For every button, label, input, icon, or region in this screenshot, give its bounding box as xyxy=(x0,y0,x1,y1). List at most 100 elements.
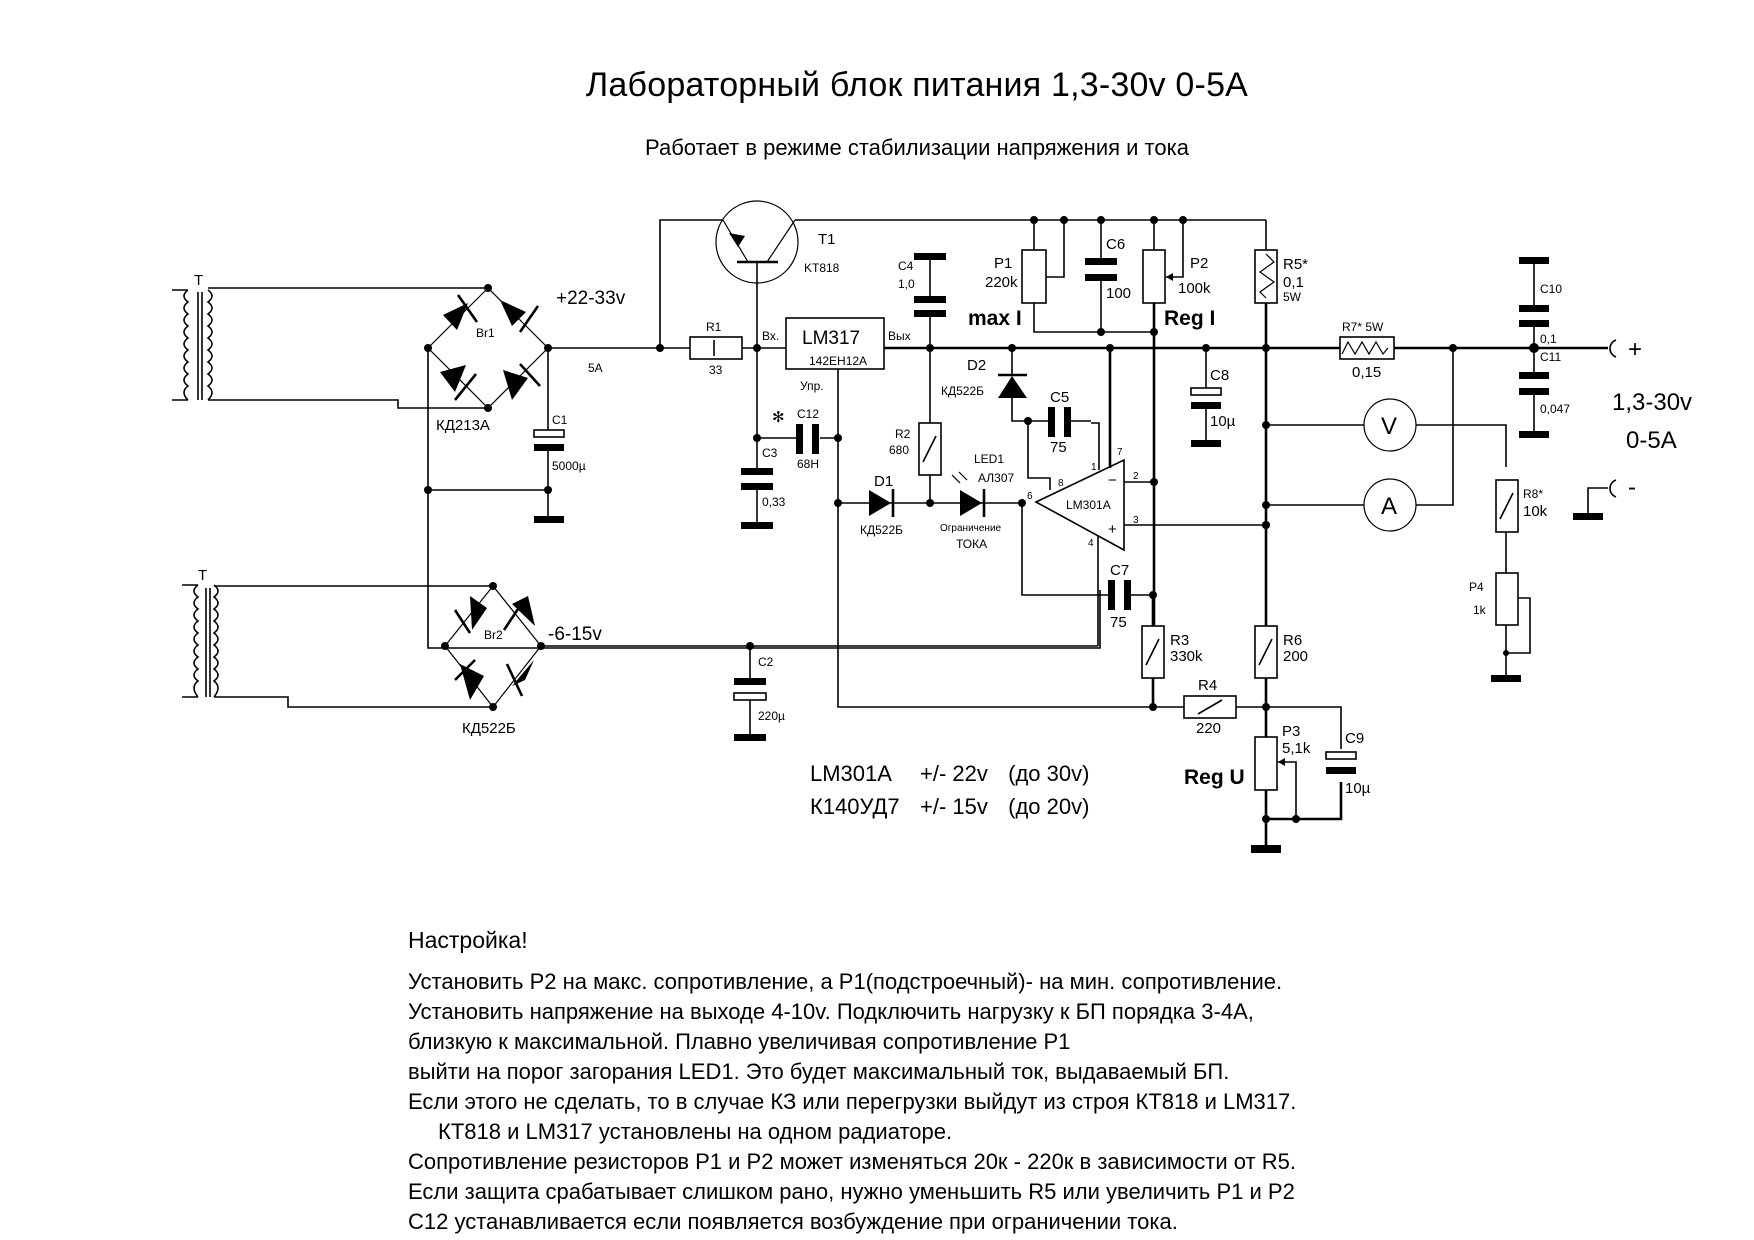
diode-d2: D2 КД522Б xyxy=(941,348,1028,422)
lm317-pin-out: Вых xyxy=(888,329,911,343)
capacitor-c7: C7 75 xyxy=(1108,562,1131,631)
p3-value: 5,1k xyxy=(1282,740,1311,757)
output-current-spec: 0-5A xyxy=(1626,427,1677,454)
opamp-max: (до 20v) xyxy=(1008,794,1090,819)
opamp-supply: +/- 15v xyxy=(920,794,988,819)
r6-value: 200 xyxy=(1283,648,1308,665)
c2-ref: C2 xyxy=(758,655,774,669)
p4-value: 1k xyxy=(1473,603,1487,617)
led1-caption-2: ТОКА xyxy=(956,537,987,551)
c12-value: 68Н xyxy=(797,457,819,471)
r5-power: 5W xyxy=(1283,290,1302,304)
c5-ref: C5 xyxy=(1050,389,1069,406)
transformer-1-label: T xyxy=(194,272,203,289)
resistor-r4: R4 220 xyxy=(1153,677,1266,737)
c11-value: 0,047 xyxy=(1540,402,1570,416)
diode-icon xyxy=(440,365,466,392)
potentiometer-p3: P3 5,1k Reg U xyxy=(1184,707,1343,853)
r8-value: 10k xyxy=(1523,503,1548,520)
bridge-2-ref: Br2 xyxy=(484,628,503,642)
pin-4: 4 xyxy=(1088,538,1094,549)
output-terminal-minus-icon xyxy=(1609,479,1617,498)
r5-ref: R5* xyxy=(1283,256,1308,273)
note-line: КТ818 и LM317 установлены на одном радиа… xyxy=(438,1119,953,1144)
output-plus-label: + xyxy=(1628,336,1642,363)
c8-value: 10µ xyxy=(1210,413,1236,430)
regulator-lm317: LM317 142ЕН12А Вх. Вых Упр. xyxy=(762,317,911,393)
c6-ref: C6 xyxy=(1106,236,1125,253)
light-arrow-icon xyxy=(951,474,961,484)
note-line: близкую к максимальной. Плавно увеличива… xyxy=(408,1029,1071,1054)
diode-icon xyxy=(512,596,535,626)
note-line: Установить P2 на макс. сопротивление, а … xyxy=(408,969,1283,994)
r4-ref: R4 xyxy=(1198,677,1217,694)
ammeter-label: A xyxy=(1381,493,1397,520)
r5-value: 0,1 xyxy=(1283,274,1304,291)
pin-7: 7 xyxy=(1117,447,1123,458)
note-line: Если этого не сделать, то в случае КЗ ил… xyxy=(408,1089,1297,1114)
opamp-part: LM301A xyxy=(810,761,892,786)
ground-icon xyxy=(1519,431,1549,438)
d2-part: КД522Б xyxy=(941,384,984,398)
c11-ref: C11 xyxy=(1540,350,1561,364)
lm317-pin-adj: Упр. xyxy=(800,379,824,393)
lm317-name: LM317 xyxy=(802,328,860,349)
ground-icon xyxy=(1491,675,1521,682)
r1-value: 33 xyxy=(709,363,723,377)
lm317-alt: 142ЕН12А xyxy=(809,354,867,368)
t1-ref: T1 xyxy=(818,231,836,248)
capacitor-c9: C9 10µ xyxy=(1325,730,1371,797)
capacitor-c12: ✻ C12 68Н xyxy=(757,407,838,471)
p1-ref: P1 xyxy=(994,255,1012,272)
opamp-row: LM301A +/- 22v (до 30v) xyxy=(810,757,1089,790)
ground-icon xyxy=(741,522,773,529)
notes-heading: Настройка! xyxy=(408,927,528,953)
note-line: Установить напряжение на выходе 4-10v. П… xyxy=(408,999,1254,1024)
ground-icon xyxy=(734,734,766,741)
bridge-1-ref: Br1 xyxy=(476,326,495,340)
p3-ref: P3 xyxy=(1282,723,1300,740)
r1-ref: R1 xyxy=(706,320,722,334)
pin-3: 3 xyxy=(1133,515,1139,526)
opamp-max: (до 30v) xyxy=(1008,761,1090,786)
resistor-r8: R8* 10k xyxy=(1495,479,1548,573)
resistor-r6: R6 200 xyxy=(1254,625,1308,679)
r2-ref: R2 xyxy=(895,427,911,441)
transformer-2: T xyxy=(182,567,219,698)
c9-value: 10µ xyxy=(1345,780,1371,797)
capacitor-c6: C6 100 xyxy=(1085,220,1131,332)
opamp-supply: +/- 22v xyxy=(920,761,988,786)
potentiometer-p4: P4 1k xyxy=(1469,572,1531,682)
ammeter: A xyxy=(1363,478,1417,532)
diode-d1: D1 КД522Б xyxy=(860,473,903,537)
note-line: C12 устанавливается если появляется возб… xyxy=(408,1209,1178,1234)
t1-part: KT818 xyxy=(804,261,840,275)
p1-value: 220k xyxy=(985,274,1018,291)
r3-value: 330k xyxy=(1170,648,1203,665)
title-text: Лабораторный блок питания 1,3-30v 0-5A xyxy=(585,66,1249,104)
led1-part: АЛ307 xyxy=(978,471,1014,485)
c3-value: 0,33 xyxy=(762,495,786,509)
rail-current-label: 5A xyxy=(588,361,603,375)
note-line: выйти на порог загорания LED1. Это будет… xyxy=(408,1059,1230,1084)
capacitor-c8: C8 10µ xyxy=(1190,344,1236,447)
c1-value: 5000µ xyxy=(552,459,586,473)
c10-ref: C10 xyxy=(1540,282,1562,296)
led-led1: LED1 АЛ307 Ограничение ТОКА xyxy=(940,452,1014,551)
resistor-r1: R1 33 xyxy=(689,320,743,377)
resistor-r2: R2 680 xyxy=(889,348,942,503)
subtitle-text: Работает в режиме стабилизации напряжени… xyxy=(645,135,1189,160)
c4-value: 1,0 xyxy=(898,277,915,291)
output-terminal-plus-icon xyxy=(1609,339,1617,358)
opamp-minus: − xyxy=(1108,472,1117,489)
output-minus-label: - xyxy=(1628,474,1636,501)
pin-2: 2 xyxy=(1133,471,1139,482)
opamp-lm301a: LM301A − + 1 2 3 4 6 7 8 xyxy=(1027,447,1139,552)
capacitor-c2: C2 220µ xyxy=(733,642,785,741)
note-line: Сопротивление резисторов P1 и P2 может и… xyxy=(408,1149,1296,1174)
page-subtitle: Работает в режиме стабилизации напряжени… xyxy=(0,135,1754,161)
c2-value: 220µ xyxy=(758,709,785,723)
c5-value: 75 xyxy=(1050,439,1067,456)
rail-positive-label: +22-33v xyxy=(556,288,626,309)
voltmeter: V xyxy=(1363,398,1417,452)
